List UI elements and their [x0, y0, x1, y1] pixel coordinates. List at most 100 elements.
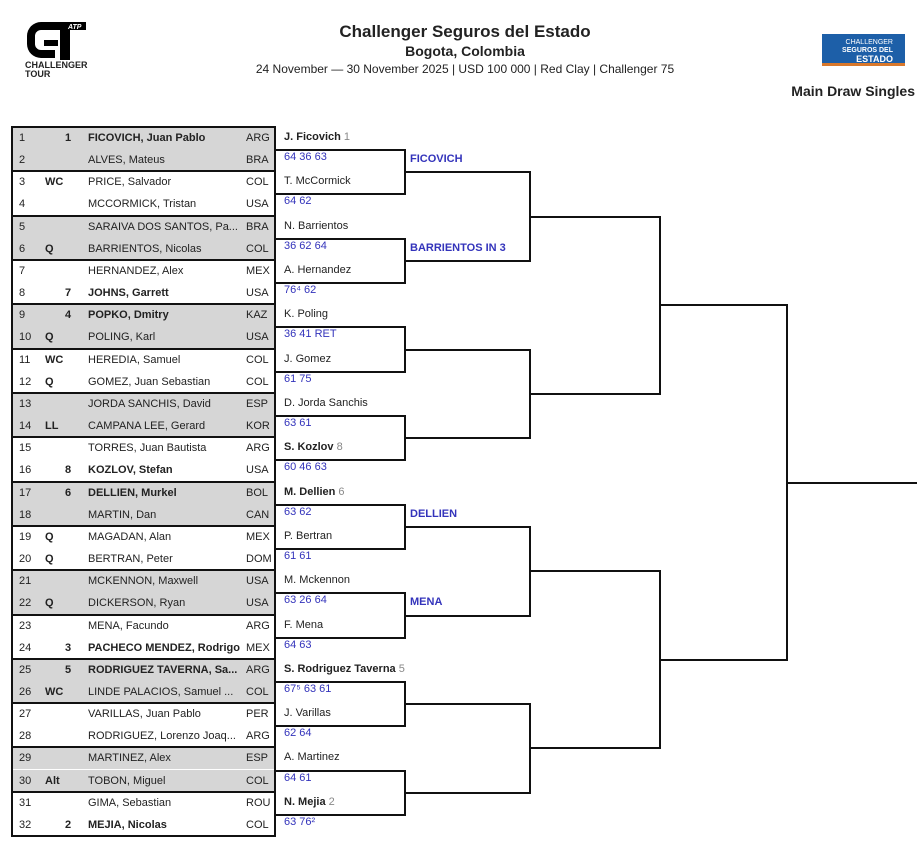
player-name: PRICE, Salvador	[88, 176, 172, 189]
pair-divider	[11, 613, 276, 616]
winner-name: J. Gomez	[284, 352, 332, 365]
draw-position: 8	[19, 287, 26, 300]
bracket-line	[276, 548, 406, 551]
entry-type: Q	[45, 530, 54, 543]
nationality: MEX	[246, 530, 270, 543]
seed: 7	[65, 287, 72, 300]
nationality: DOM	[246, 553, 272, 566]
match-score: 60 46 63	[284, 461, 327, 474]
draw-position: 17	[19, 486, 32, 499]
round1-winner: P. Bertran	[284, 530, 332, 542]
draw-position: 29	[19, 752, 32, 765]
round1-winner: A. Martinez	[284, 751, 340, 763]
nationality: USA	[246, 287, 269, 300]
round1-winner: S. Kozlov 8	[284, 441, 343, 453]
winner-seed: 5	[398, 662, 405, 675]
tournament-title: Challenger Seguros del Estado	[339, 22, 591, 41]
round1-winner: N. Barrientos	[284, 220, 348, 232]
player-name: BERTRAN, Peter	[88, 553, 173, 566]
bracket-line	[276, 769, 406, 772]
bracket-line	[276, 149, 406, 152]
round2-result: MENA	[410, 596, 443, 609]
bracket-line	[405, 791, 531, 794]
player-name: PACHECO MENDEZ, Rodrigo	[88, 641, 240, 654]
round1-winner: M. Dellien 6	[284, 486, 345, 498]
nationality: COL	[246, 176, 269, 189]
player-name: RODRIGUEZ TAVERNA, Sa...	[88, 663, 238, 676]
tournament-info: 24 November — 30 November 2025 | USD 100…	[255, 62, 675, 76]
nationality: ARG	[246, 132, 270, 144]
player-name: POPKO, Dmitry	[88, 309, 169, 322]
round2-result: BARRIENTOS IN 3	[410, 241, 506, 254]
nationality: COL	[246, 774, 269, 787]
match-score: 61 61	[284, 550, 312, 563]
nationality: PER	[246, 708, 269, 721]
bracket-line	[405, 614, 531, 617]
bracket-line	[276, 459, 406, 462]
draw-position: 31	[19, 796, 32, 809]
round1-winner: F. Mena	[284, 619, 323, 631]
seguros-del-estado-logo: CHALLENGER SEGUROS DEL ESTADO	[822, 34, 905, 66]
player-row: 4 MCCORMICK, Tristan USA	[11, 193, 276, 215]
bracket-line	[276, 636, 406, 639]
entry-type: Alt	[45, 774, 60, 787]
match-score: 67⁵ 63 61	[284, 683, 332, 695]
winner-name: N. Barrientos	[284, 219, 349, 232]
winner-seed: 8	[336, 441, 343, 454]
pair-divider	[11, 170, 276, 173]
round2-result: FICOVICH	[410, 153, 463, 166]
draw-position: 3	[19, 176, 26, 189]
tournament-location: Bogota, Colombia	[405, 43, 525, 59]
bracket-line	[405, 525, 531, 528]
winner-name: T. McCormick	[284, 175, 351, 188]
match-score: 64 62	[284, 195, 312, 208]
winner-name: A. Hernandez	[284, 263, 352, 276]
nationality: USA	[246, 198, 269, 211]
bracket-line	[530, 747, 661, 750]
nationality: COL	[246, 686, 269, 698]
winner-seed: 1	[343, 131, 351, 143]
bracket-line	[660, 658, 788, 661]
pair-divider	[11, 480, 276, 483]
pair-divider	[11, 258, 276, 261]
entry-type: Q	[45, 597, 54, 610]
winner-name: M. Mckennon	[284, 574, 351, 587]
player-name: GOMEZ, Juan Sebastian	[88, 375, 211, 388]
player-name: POLING, Karl	[88, 331, 156, 344]
nationality: USA	[246, 575, 269, 588]
pair-divider	[11, 524, 276, 527]
player-name: MENA, Facundo	[88, 619, 169, 632]
player-name: MCCORMICK, Tristan	[88, 198, 197, 211]
bracket-line	[405, 171, 531, 174]
atp-challenger-logo: ATP CHALLENGER TOUR	[25, 22, 88, 79]
draw-position: 23	[19, 619, 32, 632]
bracket-line	[276, 370, 406, 373]
round1-winner: T. McCormick	[284, 175, 351, 187]
round1-winner: J. Ficovich 1	[284, 131, 350, 143]
round1-winner: A. Hernandez	[284, 264, 351, 276]
pair-divider	[11, 702, 276, 705]
round1-winner: M. Mckennon	[284, 574, 350, 586]
draw-position: 7	[19, 264, 26, 277]
bracket-line	[405, 437, 531, 440]
bracket-line	[276, 193, 406, 196]
draw-position: 25	[19, 663, 32, 676]
match-score: 63 26 64	[284, 594, 327, 607]
draw-position: 24	[19, 641, 32, 654]
draw-position: 4	[19, 198, 26, 211]
match-score: 64 61	[284, 771, 312, 784]
pair-divider	[11, 214, 276, 217]
bracket-line	[405, 703, 531, 706]
round2-result: DELLIEN	[410, 507, 458, 520]
nationality: COL	[246, 242, 269, 255]
